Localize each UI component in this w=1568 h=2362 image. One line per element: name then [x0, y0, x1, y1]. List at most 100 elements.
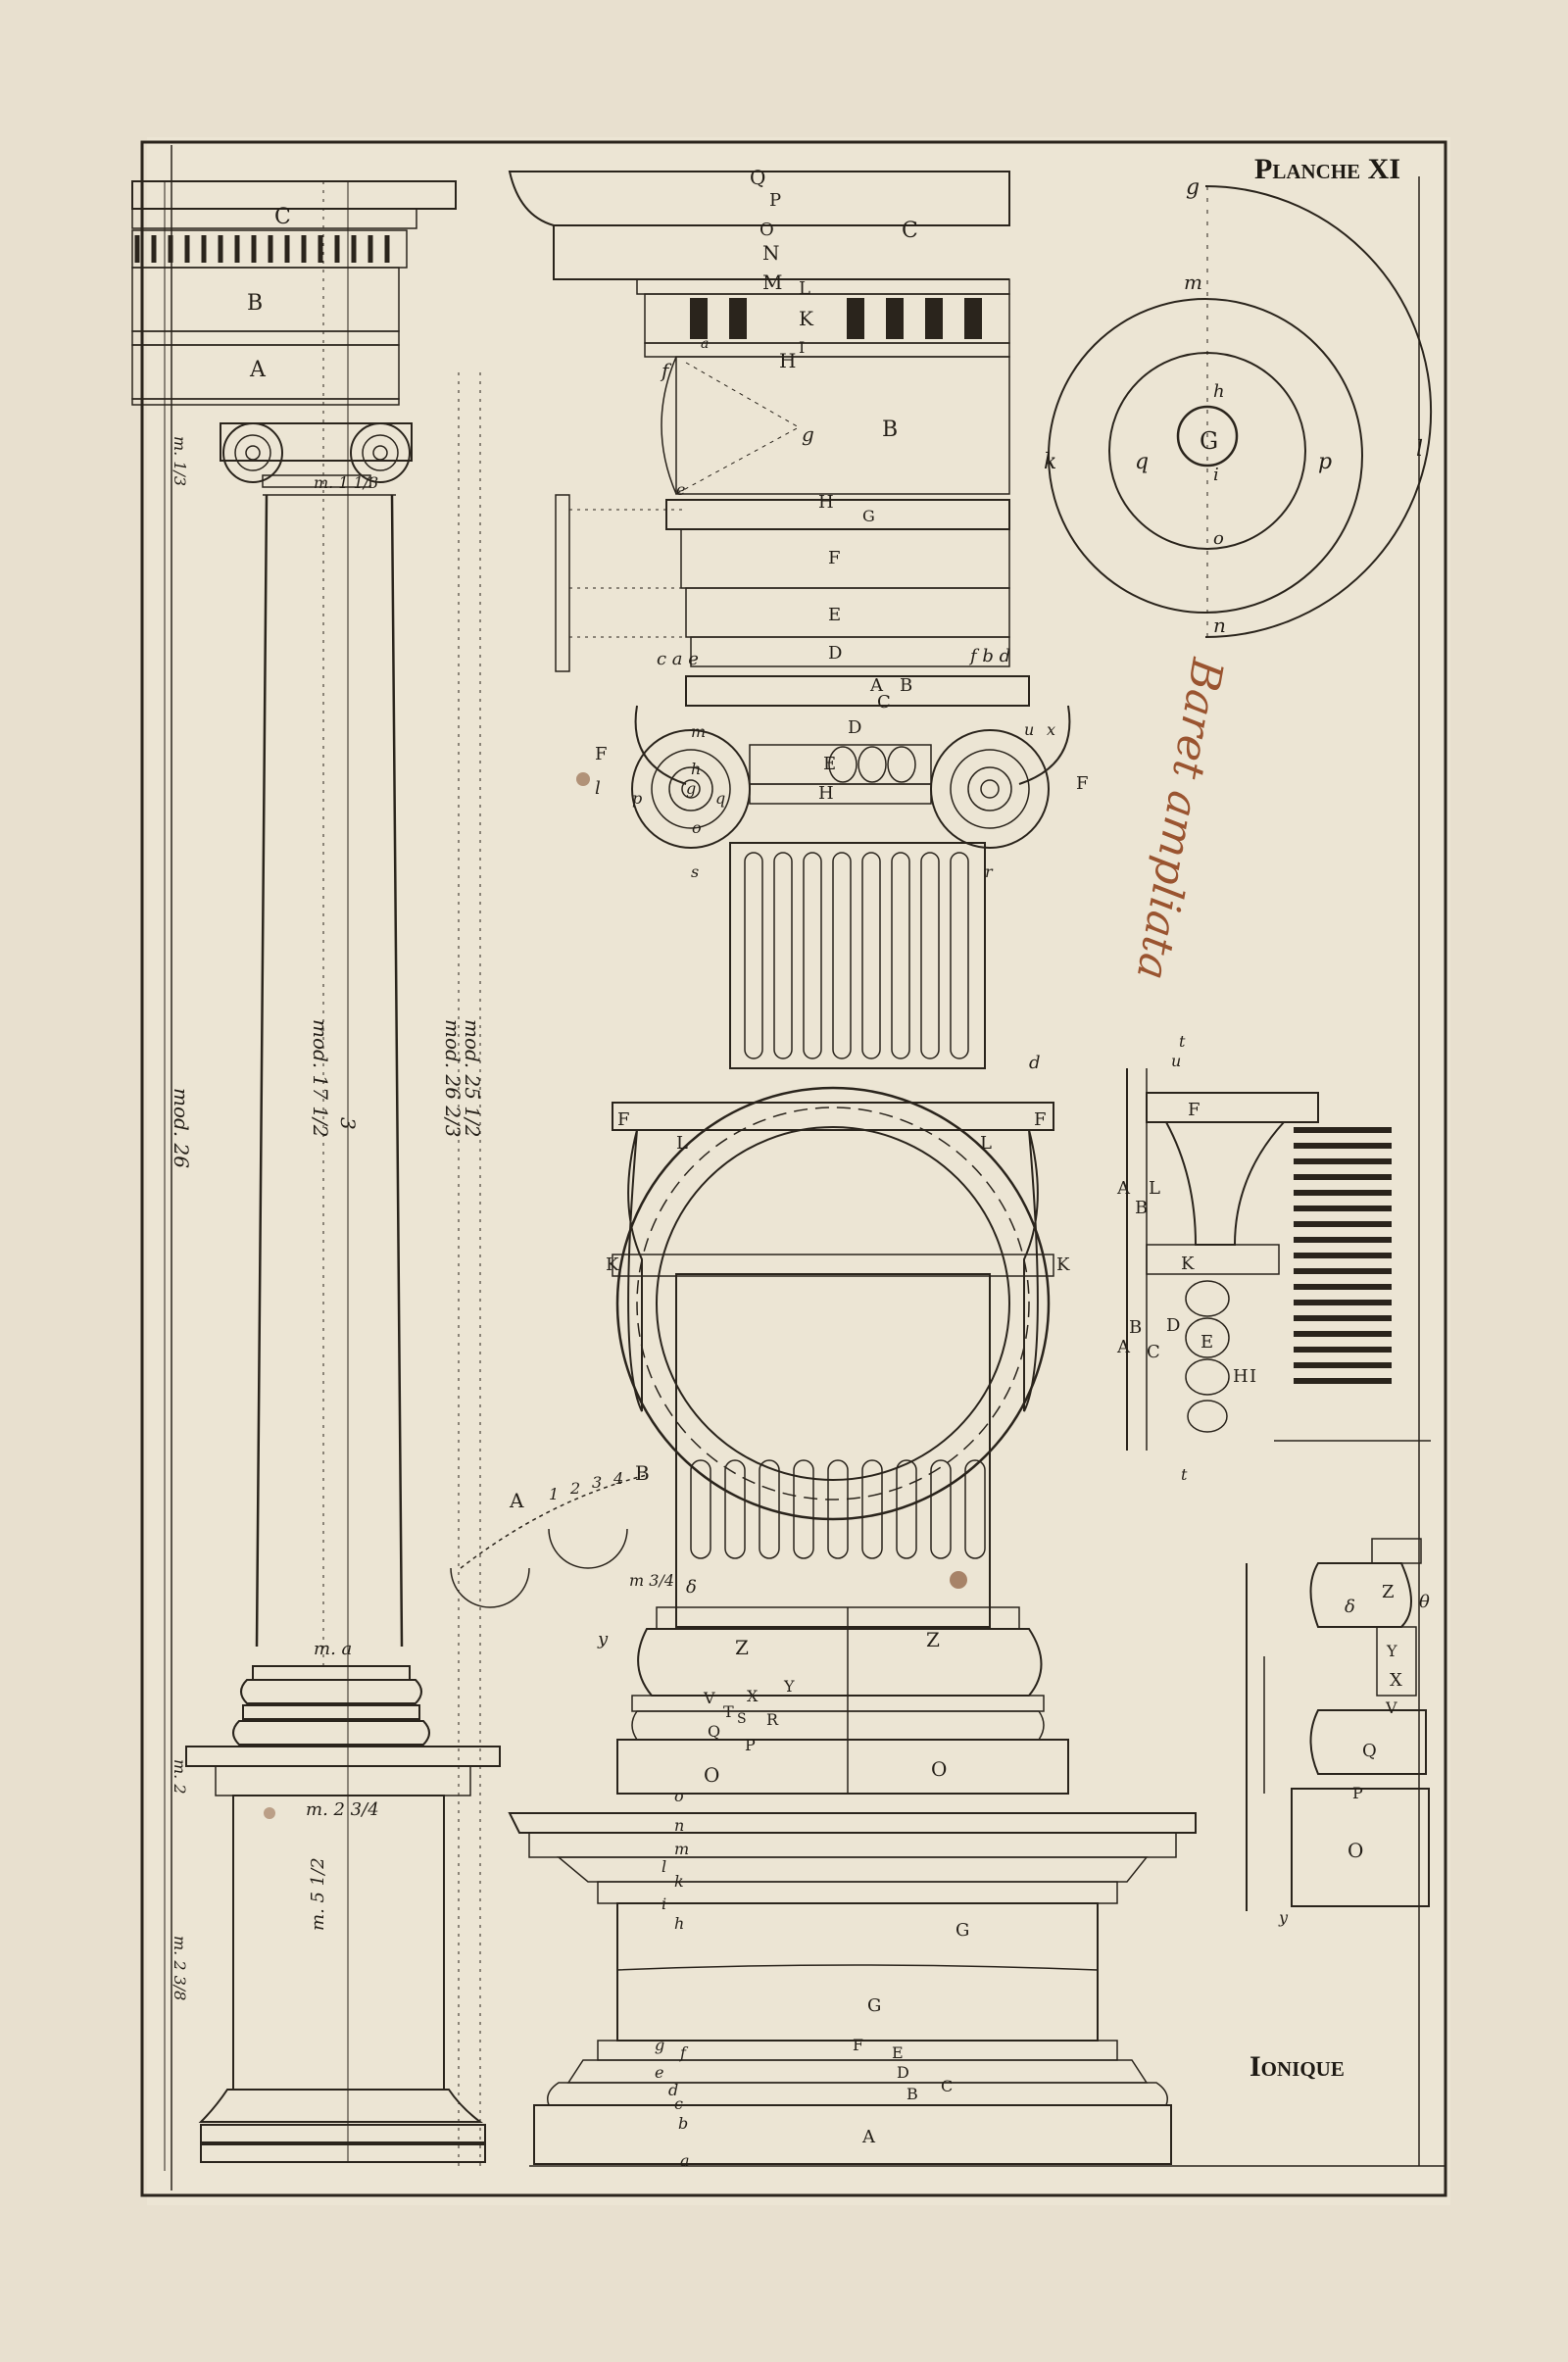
base-label-O-left: O [704, 1763, 719, 1787]
measure-total-c: mod. 26 2/3 [441, 1019, 465, 1138]
cap-label-F-right: F [1076, 773, 1089, 794]
base-label-P: P [745, 1736, 756, 1754]
full-column-elevation: C B A m. 1 1/3 mod. 17 1/2 3 m. a m. 2 3… [131, 180, 501, 2171]
edge-label-right: f b d [968, 646, 1010, 666]
base-label-m34: m 3/4 [629, 1571, 674, 1590]
ped-label-k: k [674, 1872, 684, 1891]
plate-mark [147, 137, 1450, 2205]
small-label-delta: δ [1345, 1597, 1355, 1617]
ent-label-H: H [779, 349, 796, 372]
small-base-profile: Z δ θ X Y V Q P O y [1246, 1538, 1430, 1927]
ped-label-G-low: G [867, 1995, 881, 2016]
ped-label-F: F [853, 2036, 863, 2054]
arc-label-4: 4 [612, 1469, 623, 1488]
side-label-B-low: B [1129, 1317, 1142, 1338]
volute-construction: g m h G i o n k q p l [1044, 175, 1432, 638]
cap-label-C: C [877, 692, 891, 713]
ent-label-O: O [760, 220, 774, 240]
measure-total: mod. 26 [170, 1088, 193, 1168]
ped-label-f: f [679, 2043, 689, 2062]
cap-label-H: H [818, 783, 834, 804]
ped-label-d: d [668, 2081, 678, 2099]
ent-label-Q: Q [750, 166, 765, 189]
plan-label-d: d [1029, 1053, 1041, 1073]
small-label-X: X [1390, 1670, 1402, 1691]
ped-label-n: n [674, 1816, 684, 1835]
ped-label-c: c [674, 2094, 683, 2113]
base-label-Z-left: Z [735, 1636, 749, 1659]
arc-scale: A 1 2 3 4 B [450, 1461, 650, 1608]
cap-label-E: E [823, 754, 836, 774]
cap-label-B: B [900, 675, 912, 696]
cap-label-l: l [595, 778, 601, 799]
measure-base: m. 2 [171, 1759, 189, 1795]
cap-label-x: x [1047, 720, 1055, 739]
arch-label-H: H [818, 492, 834, 513]
capital-detail: A B C D E H F F m h g o p q l u x r s [595, 675, 1089, 881]
ped-label-D: D [897, 2063, 909, 2082]
cap-label-s: s [691, 862, 699, 881]
ent-label-C: C [902, 219, 918, 243]
ent-label-L: L [799, 278, 810, 299]
label-cornice: C [274, 205, 291, 229]
stain-2 [950, 1571, 967, 1589]
ped-label-g: g [655, 2036, 664, 2054]
plan-label-K-left: K [606, 1255, 619, 1275]
base-label-S: S [737, 1711, 747, 1727]
vol-label-m: m [1184, 271, 1202, 294]
ped-label-B: B [906, 2085, 918, 2103]
plan-label-L-right: L [980, 1133, 992, 1154]
vol-label-o: o [1213, 528, 1224, 549]
arch-label-F: F [828, 548, 841, 568]
ped-label-a: a [680, 2151, 690, 2170]
edge-label-left: c a e [657, 649, 699, 669]
side-profile: t u F A B L K B A C D E H I t [1116, 1032, 1431, 1484]
ped-label-h: h [674, 1914, 684, 1933]
side-label-B-top: B [1135, 1198, 1148, 1218]
small-label-O: O [1348, 1839, 1363, 1862]
vol-label-i: i [1213, 465, 1219, 485]
fluted-shaft-and-plan: F L L F K K d [606, 842, 1070, 1628]
cap-label-p: p [632, 789, 642, 808]
plan-label-K-right: K [1056, 1255, 1070, 1275]
vol-label-q: q [1135, 450, 1149, 474]
ped-label-i: i [662, 1895, 666, 1913]
measure-pedestal-base: m. 2 3/8 [171, 1936, 189, 2000]
side-label-K: K [1181, 1254, 1195, 1274]
small-label-theta: θ [1419, 1592, 1430, 1612]
ent-label-e: e [676, 480, 685, 499]
measure-total-b: mod. 25 1/2 [461, 1019, 484, 1138]
cap-label-D: D [848, 717, 861, 738]
vol-label-G: G [1200, 427, 1218, 455]
cap-label-u: u [1024, 720, 1034, 739]
side-label-t-low: t [1181, 1465, 1188, 1484]
cap-label-r: r [985, 862, 994, 881]
arc-label-A: A [509, 1489, 524, 1512]
base-label-O-right: O [931, 1757, 947, 1781]
ent-label-M: M [762, 271, 782, 294]
cap-label-q: q [715, 789, 725, 808]
base-label-V: V [703, 1689, 715, 1707]
entablature-detail: Q P O N M L K I H C B f g e a H G F E D … [508, 166, 1010, 672]
ent-label-N: N [762, 241, 780, 265]
base-label-X: X [747, 1687, 759, 1705]
ped-label-o: o [674, 1787, 684, 1805]
measure-a: m. a [314, 1639, 352, 1659]
ped-label-C: C [941, 2077, 953, 2095]
base-label-Q: Q [708, 1722, 720, 1741]
label-frieze: B [247, 291, 263, 316]
base-label-y: y [597, 1629, 609, 1649]
ped-label-e: e [655, 2063, 663, 2082]
plan-label-F-left: F [617, 1109, 630, 1130]
pedestal-detail: o n m l k i h G G g f F E D C B A e d c … [508, 1787, 1197, 2170]
side-label-C: C [1147, 1342, 1160, 1362]
measure-capital: m. 1 1/3 [314, 473, 378, 492]
measure-third: m. 1/3 [171, 436, 189, 486]
measure-pedestal-cap: m. 2 3/4 [306, 1799, 379, 1820]
small-label-P: P [1352, 1784, 1363, 1802]
small-label-y: y [1278, 1908, 1289, 1927]
cap-label-g: g [686, 779, 696, 798]
measure-pedestal: m. 5 1/2 [308, 1857, 328, 1931]
ped-label-l: l [662, 1857, 666, 1876]
